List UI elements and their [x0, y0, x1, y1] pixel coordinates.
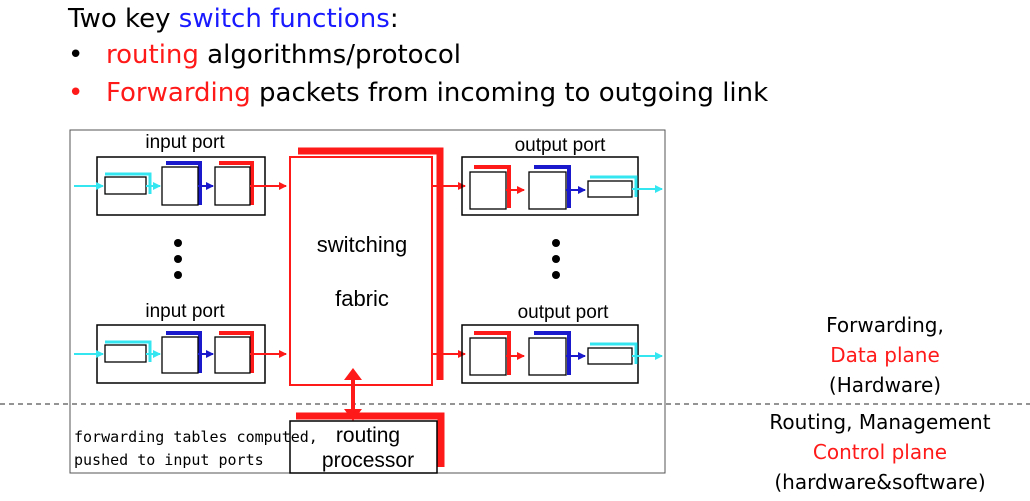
- ellipsis-dot: [174, 239, 182, 247]
- switching-fabric: [289, 147, 444, 386]
- routing-processor: [289, 412, 445, 474]
- input-port-top: [74, 156, 287, 216]
- input-port-bottom: [74, 324, 287, 384]
- bullet-dot-icon: •: [68, 40, 84, 70]
- data-plane-label: Data plane: [830, 343, 940, 367]
- title-highlight: switch functions: [178, 4, 390, 34]
- forwarding-title: Forwarding,: [826, 313, 944, 337]
- ellipsis-dot: [552, 255, 560, 263]
- fabric-label-line2: fabric: [335, 286, 389, 311]
- bullet-forwarding: • Forwarding packets from incoming to out…: [68, 78, 768, 108]
- routing-label-line2: processor: [322, 449, 414, 472]
- title-prefix: Two key: [68, 4, 179, 34]
- bullet-dot-icon: •: [68, 78, 84, 108]
- ellipsis-dot: [174, 271, 182, 279]
- bullet-highlight: routing: [106, 40, 199, 70]
- ellipsis-dot: [552, 271, 560, 279]
- bullet-routing: • routing algorithms/protocol: [68, 40, 461, 70]
- output-port-bottom: [432, 324, 663, 384]
- forwarding-note-line2: pushed to input ports: [74, 451, 264, 469]
- forwarding-note-line1: forwarding tables computed,: [74, 428, 318, 446]
- control-plane-label: Control plane: [812, 440, 948, 464]
- output-port-top: [432, 156, 663, 216]
- ellipsis-dot: [552, 239, 560, 247]
- routing-impl: (hardware&software): [774, 470, 986, 494]
- title-suffix: :: [389, 4, 399, 34]
- routing-plane-label: Routing, Management Control plane (hardw…: [745, 407, 1015, 497]
- ellipsis-dot: [174, 255, 182, 263]
- bullet-highlight: Forwarding: [106, 78, 251, 108]
- input-port-bottom-label: input port: [145, 301, 225, 322]
- routing-label-line1: routing: [336, 424, 400, 447]
- fabric-label-line1: switching: [317, 232, 407, 257]
- output-port-top-label: output port: [515, 135, 607, 156]
- routing-title: Routing, Management: [769, 410, 991, 434]
- forwarding-plane-label: Forwarding, Data plane (Hardware): [800, 310, 970, 400]
- input-port-top-label: input port: [145, 132, 225, 153]
- output-port-bottom-label: output port: [518, 302, 610, 323]
- bullet-text: packets from incoming to outgoing link: [250, 78, 769, 108]
- forwarding-impl: (Hardware): [828, 373, 942, 397]
- slide-title: Two key switch functions:: [68, 4, 399, 34]
- bullet-text: algorithms/protocol: [198, 40, 462, 70]
